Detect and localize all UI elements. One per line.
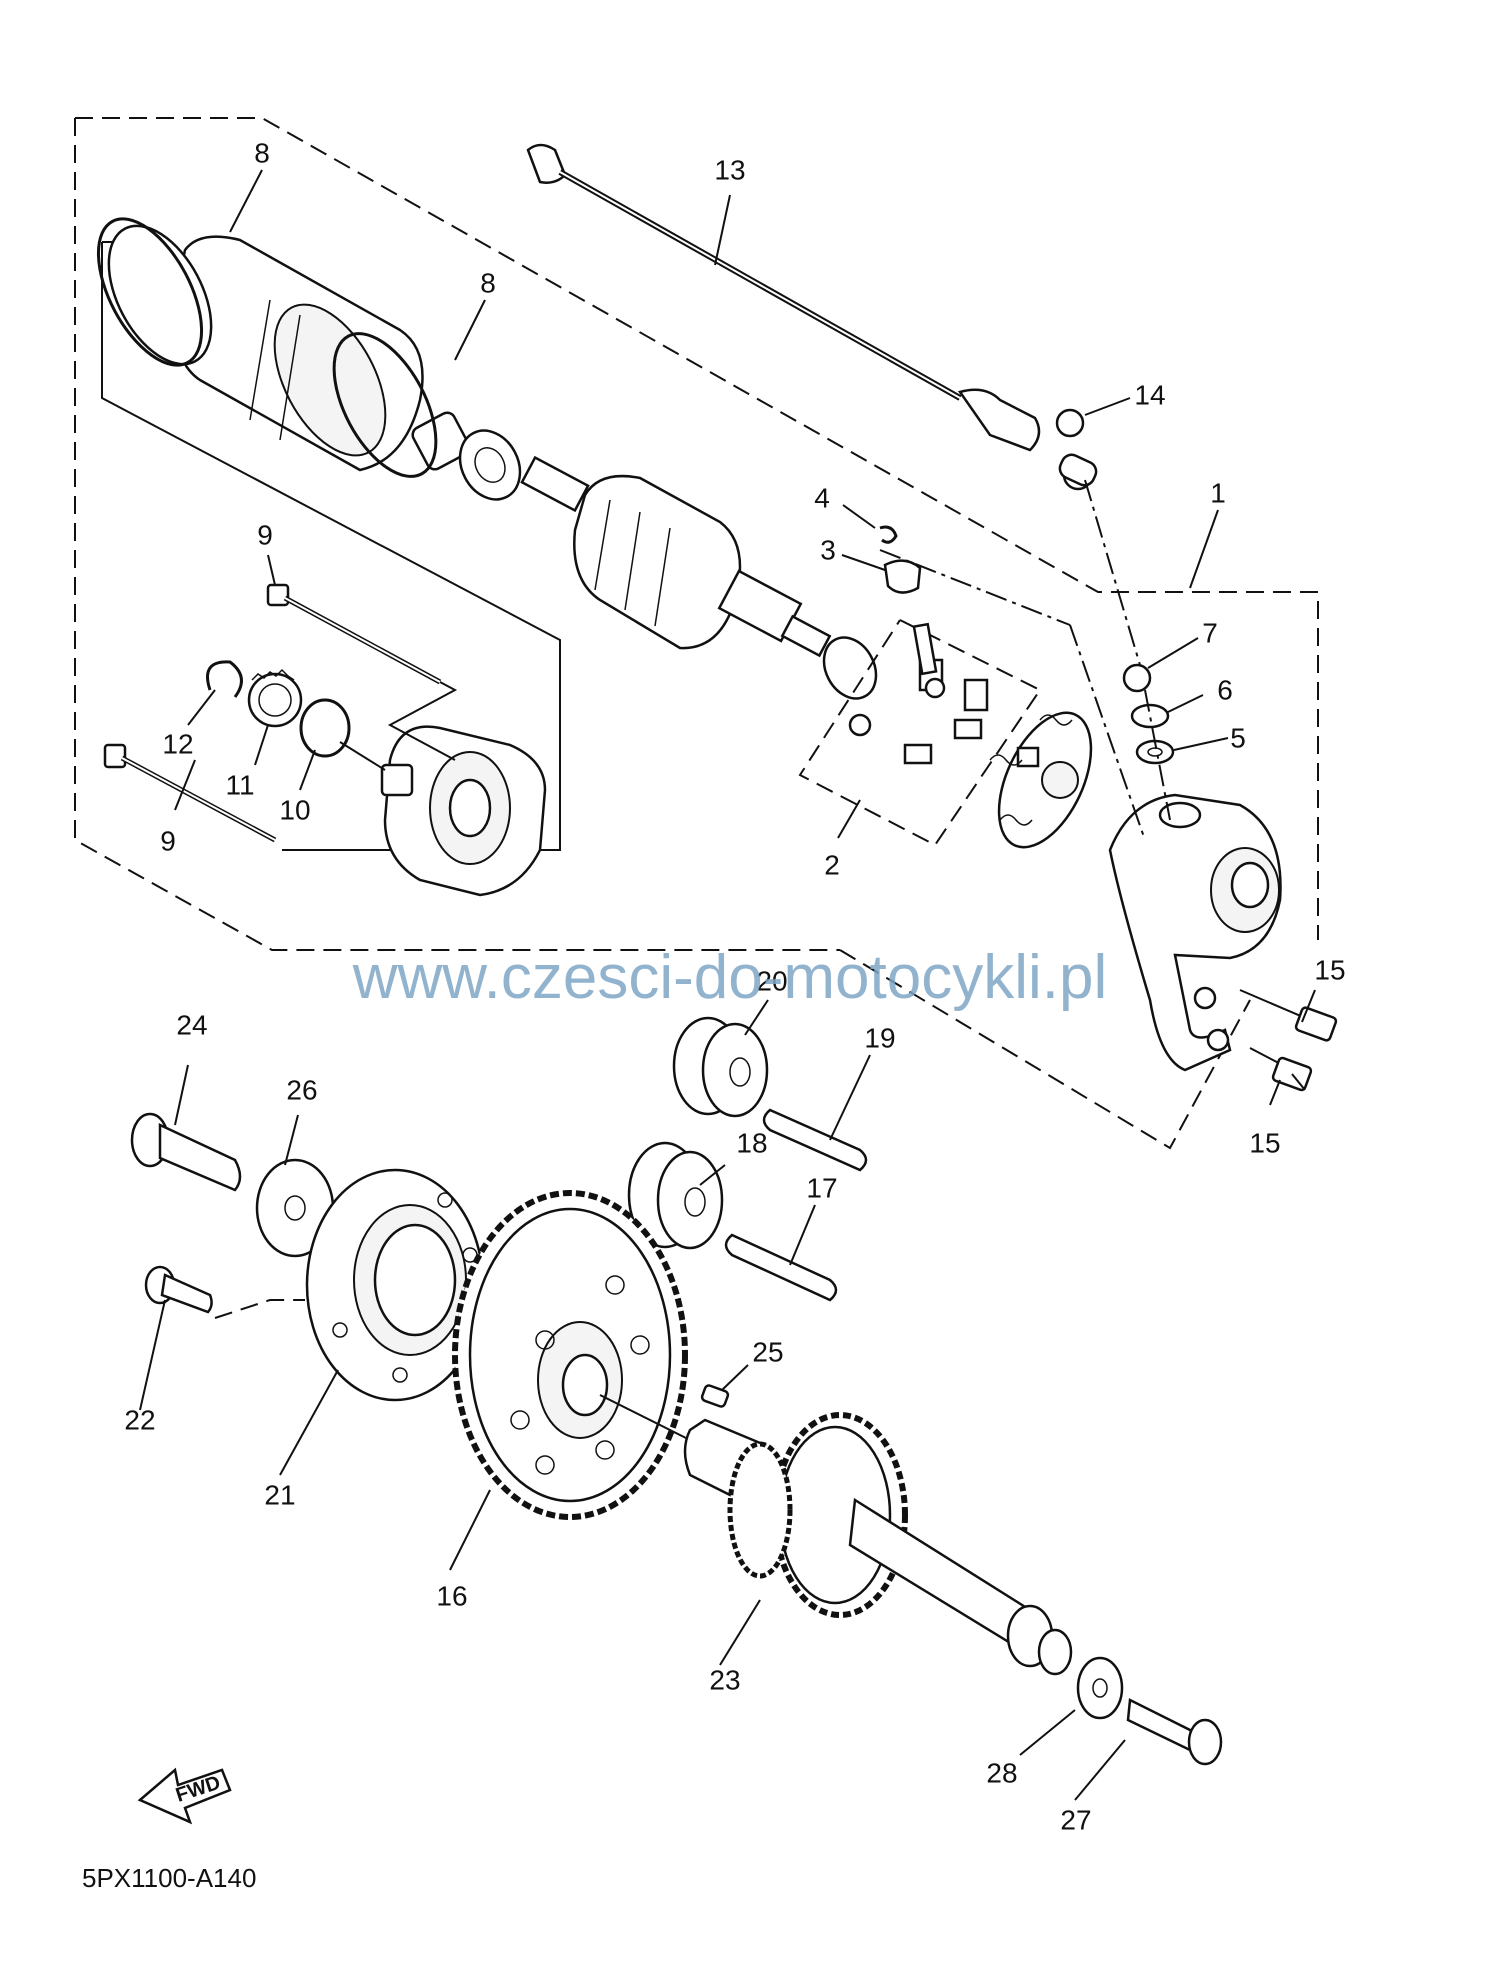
callout-9-upper: 9	[257, 519, 273, 550]
callout-8-front: 8	[254, 137, 270, 168]
callout-21: 21	[264, 1479, 295, 1510]
callout-labels: 8 8 13 14 4 3 1 7 6 5 2 9 9 12 11 10 15 …	[124, 137, 1345, 1835]
brush-screw	[912, 622, 938, 676]
bolt-22	[144, 1265, 213, 1314]
brush-holder-assembly	[798, 619, 1093, 849]
bolt-15-upper	[1239, 989, 1338, 1042]
callout-7: 7	[1202, 617, 1218, 648]
nut-14	[1055, 408, 1085, 438]
bolt-24	[130, 1112, 242, 1192]
callout-8-rear: 8	[480, 267, 496, 298]
callout-22: 22	[124, 1404, 155, 1435]
through-bolt-upper	[266, 583, 442, 685]
bolt-15-lower	[1249, 1047, 1313, 1092]
needle-bearing	[822, 636, 878, 700]
shaft-17	[724, 1233, 838, 1302]
idler-gear-20	[672, 1016, 769, 1118]
watermark-url: www.czesci-do-motocykli.pl	[352, 943, 1108, 1012]
bearing	[458, 429, 522, 501]
starter-cable	[526, 143, 1098, 491]
rear-cover	[1108, 793, 1282, 1072]
callout-10: 10	[279, 794, 310, 825]
callout-15-upper: 15	[1314, 954, 1345, 985]
gear-shaft-23	[683, 1412, 1073, 1676]
callout-27: 27	[1060, 1804, 1091, 1835]
o-ring-8-rear	[332, 332, 438, 478]
washer-28	[1076, 1656, 1124, 1720]
shaft-19	[762, 1108, 868, 1172]
callout-13: 13	[714, 154, 745, 185]
starter-clutch-21	[305, 1168, 485, 1402]
diagram-code: 5PX1100-A140	[82, 1863, 256, 1893]
callout-19: 19	[864, 1022, 895, 1053]
callout-17: 17	[806, 1172, 837, 1203]
o-ring-8-front	[96, 217, 204, 367]
fwd-direction-arrow: FWD	[137, 1767, 232, 1825]
callout-24: 24	[176, 1009, 207, 1040]
leader-lines	[139, 169, 1316, 1801]
front-cover	[380, 725, 547, 897]
woodruff-key-25	[700, 1384, 730, 1408]
through-bolt-lower	[103, 743, 277, 843]
callout-1: 1	[1210, 477, 1226, 508]
callout-18: 18	[736, 1127, 767, 1158]
callout-4: 4	[814, 482, 830, 513]
callout-16: 16	[436, 1580, 467, 1611]
callout-6: 6	[1217, 674, 1233, 705]
callout-2: 2	[824, 849, 840, 880]
pinion-gear-11	[247, 668, 303, 728]
idler-gear-18	[627, 1141, 724, 1250]
starter-yoke	[101, 224, 561, 851]
callout-9-lower: 9	[160, 825, 176, 856]
callout-11: 11	[225, 769, 254, 800]
callout-26: 26	[286, 1074, 317, 1105]
circlip-4	[879, 525, 898, 544]
callout-12: 12	[162, 728, 193, 759]
washer-26	[255, 1158, 335, 1258]
circlip-12	[206, 660, 243, 698]
callout-20: 20	[756, 965, 787, 996]
bolt-27	[1126, 1698, 1223, 1766]
callout-3: 3	[820, 534, 836, 565]
insulator-3	[883, 559, 922, 594]
callout-5: 5	[1230, 722, 1246, 753]
callout-28: 28	[986, 1757, 1017, 1788]
callout-15-lower: 15	[1249, 1127, 1280, 1158]
nut-7	[1122, 663, 1152, 693]
starter-gear-16	[452, 1190, 688, 1520]
o-ring-10	[299, 698, 351, 758]
callout-25: 25	[752, 1336, 783, 1367]
callout-14: 14	[1134, 379, 1165, 410]
washer-6	[1130, 703, 1170, 729]
callout-23: 23	[709, 1664, 740, 1695]
armature	[520, 455, 832, 658]
